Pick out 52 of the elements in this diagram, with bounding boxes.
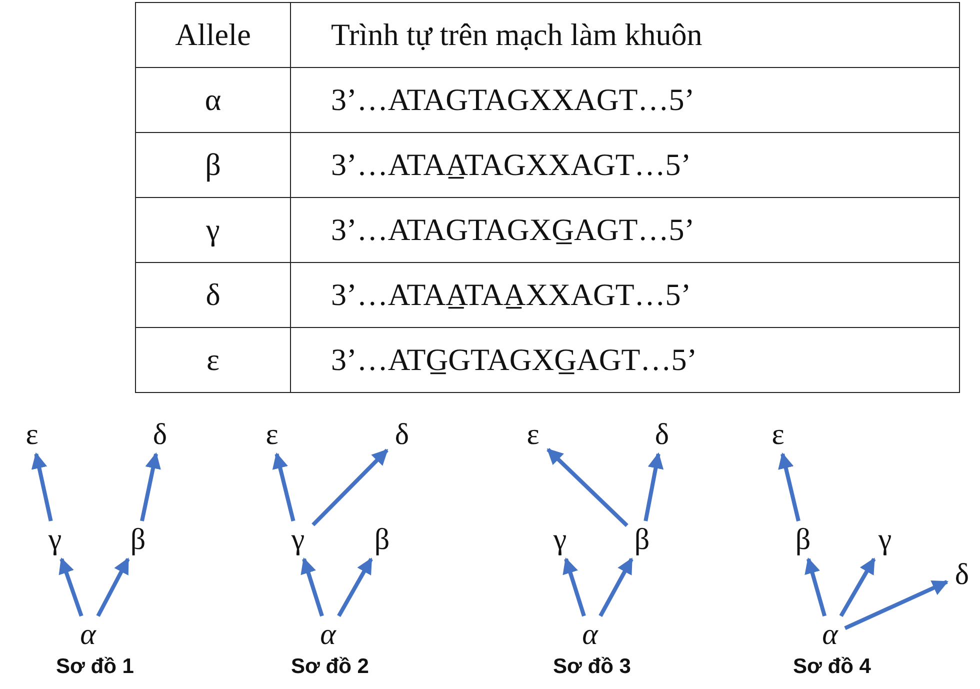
sequence-text: 3’…ATAA̲TAA̲XXAGT…5’ xyxy=(331,277,692,312)
diagram-caption: Sơ đồ 1 xyxy=(56,655,134,679)
arrow xyxy=(31,452,53,522)
allele-symbol: δ xyxy=(206,277,220,312)
allele-label: γ xyxy=(42,523,68,557)
arrow xyxy=(272,452,296,522)
column-header: Allele xyxy=(175,17,251,52)
arrow xyxy=(58,558,84,617)
allele-label: β xyxy=(629,523,655,557)
allele-label: ε xyxy=(765,418,791,452)
arrow xyxy=(300,557,324,617)
diagram-caption: Sơ đồ 2 xyxy=(291,655,369,679)
allele-label: ε xyxy=(259,418,285,452)
allele-label: δ xyxy=(649,418,675,452)
sequence-text: 3’…ATAA̲TAGXXAGT…5’ xyxy=(331,147,692,182)
arrow xyxy=(839,558,876,617)
allele-label: α xyxy=(817,618,843,652)
diagram-caption: Sơ đồ 4 xyxy=(793,655,871,679)
arrow xyxy=(312,448,388,526)
allele-label: γ xyxy=(285,523,311,557)
arrow xyxy=(804,557,827,617)
allele-symbol: α xyxy=(204,82,222,117)
arrow xyxy=(562,557,586,617)
sequence-text: 3’…ATG̲GTAGXG̲AGT…5’ xyxy=(331,342,698,377)
arrow xyxy=(778,452,800,522)
diagram-caption: Sơ đồ 3 xyxy=(553,655,631,679)
allele-label: α xyxy=(315,618,341,652)
column-header: Trình tự trên mạch làm khuôn xyxy=(331,17,702,52)
allele-label: ε xyxy=(520,418,546,452)
arrow xyxy=(546,448,628,527)
arrow xyxy=(337,558,373,617)
allele-label: δ xyxy=(949,558,975,592)
allele-symbol: ε xyxy=(206,342,220,377)
arrow xyxy=(844,580,948,630)
arrow xyxy=(598,558,634,617)
allele-label: γ xyxy=(547,523,573,557)
arrow xyxy=(644,452,664,522)
allele-label: α xyxy=(75,618,101,652)
allele-symbol: γ xyxy=(206,212,220,247)
sequence-text: 3’…ATAGTAGXXAGT…5’ xyxy=(331,82,695,117)
allele-label: δ xyxy=(147,418,173,452)
allele-label: β xyxy=(125,523,151,557)
allele-label: β xyxy=(790,523,816,557)
allele-label: ε xyxy=(19,418,45,452)
allele-label: γ xyxy=(872,523,898,557)
allele-symbol: β xyxy=(205,147,221,182)
sequence-text: 3’…ATAGTAGXG̲AGT…5’ xyxy=(331,212,695,247)
allele-label: α xyxy=(577,618,603,652)
allele-label: β xyxy=(369,523,395,557)
arrow xyxy=(96,558,130,617)
arrow xyxy=(140,452,161,522)
allele-label: δ xyxy=(389,418,415,452)
